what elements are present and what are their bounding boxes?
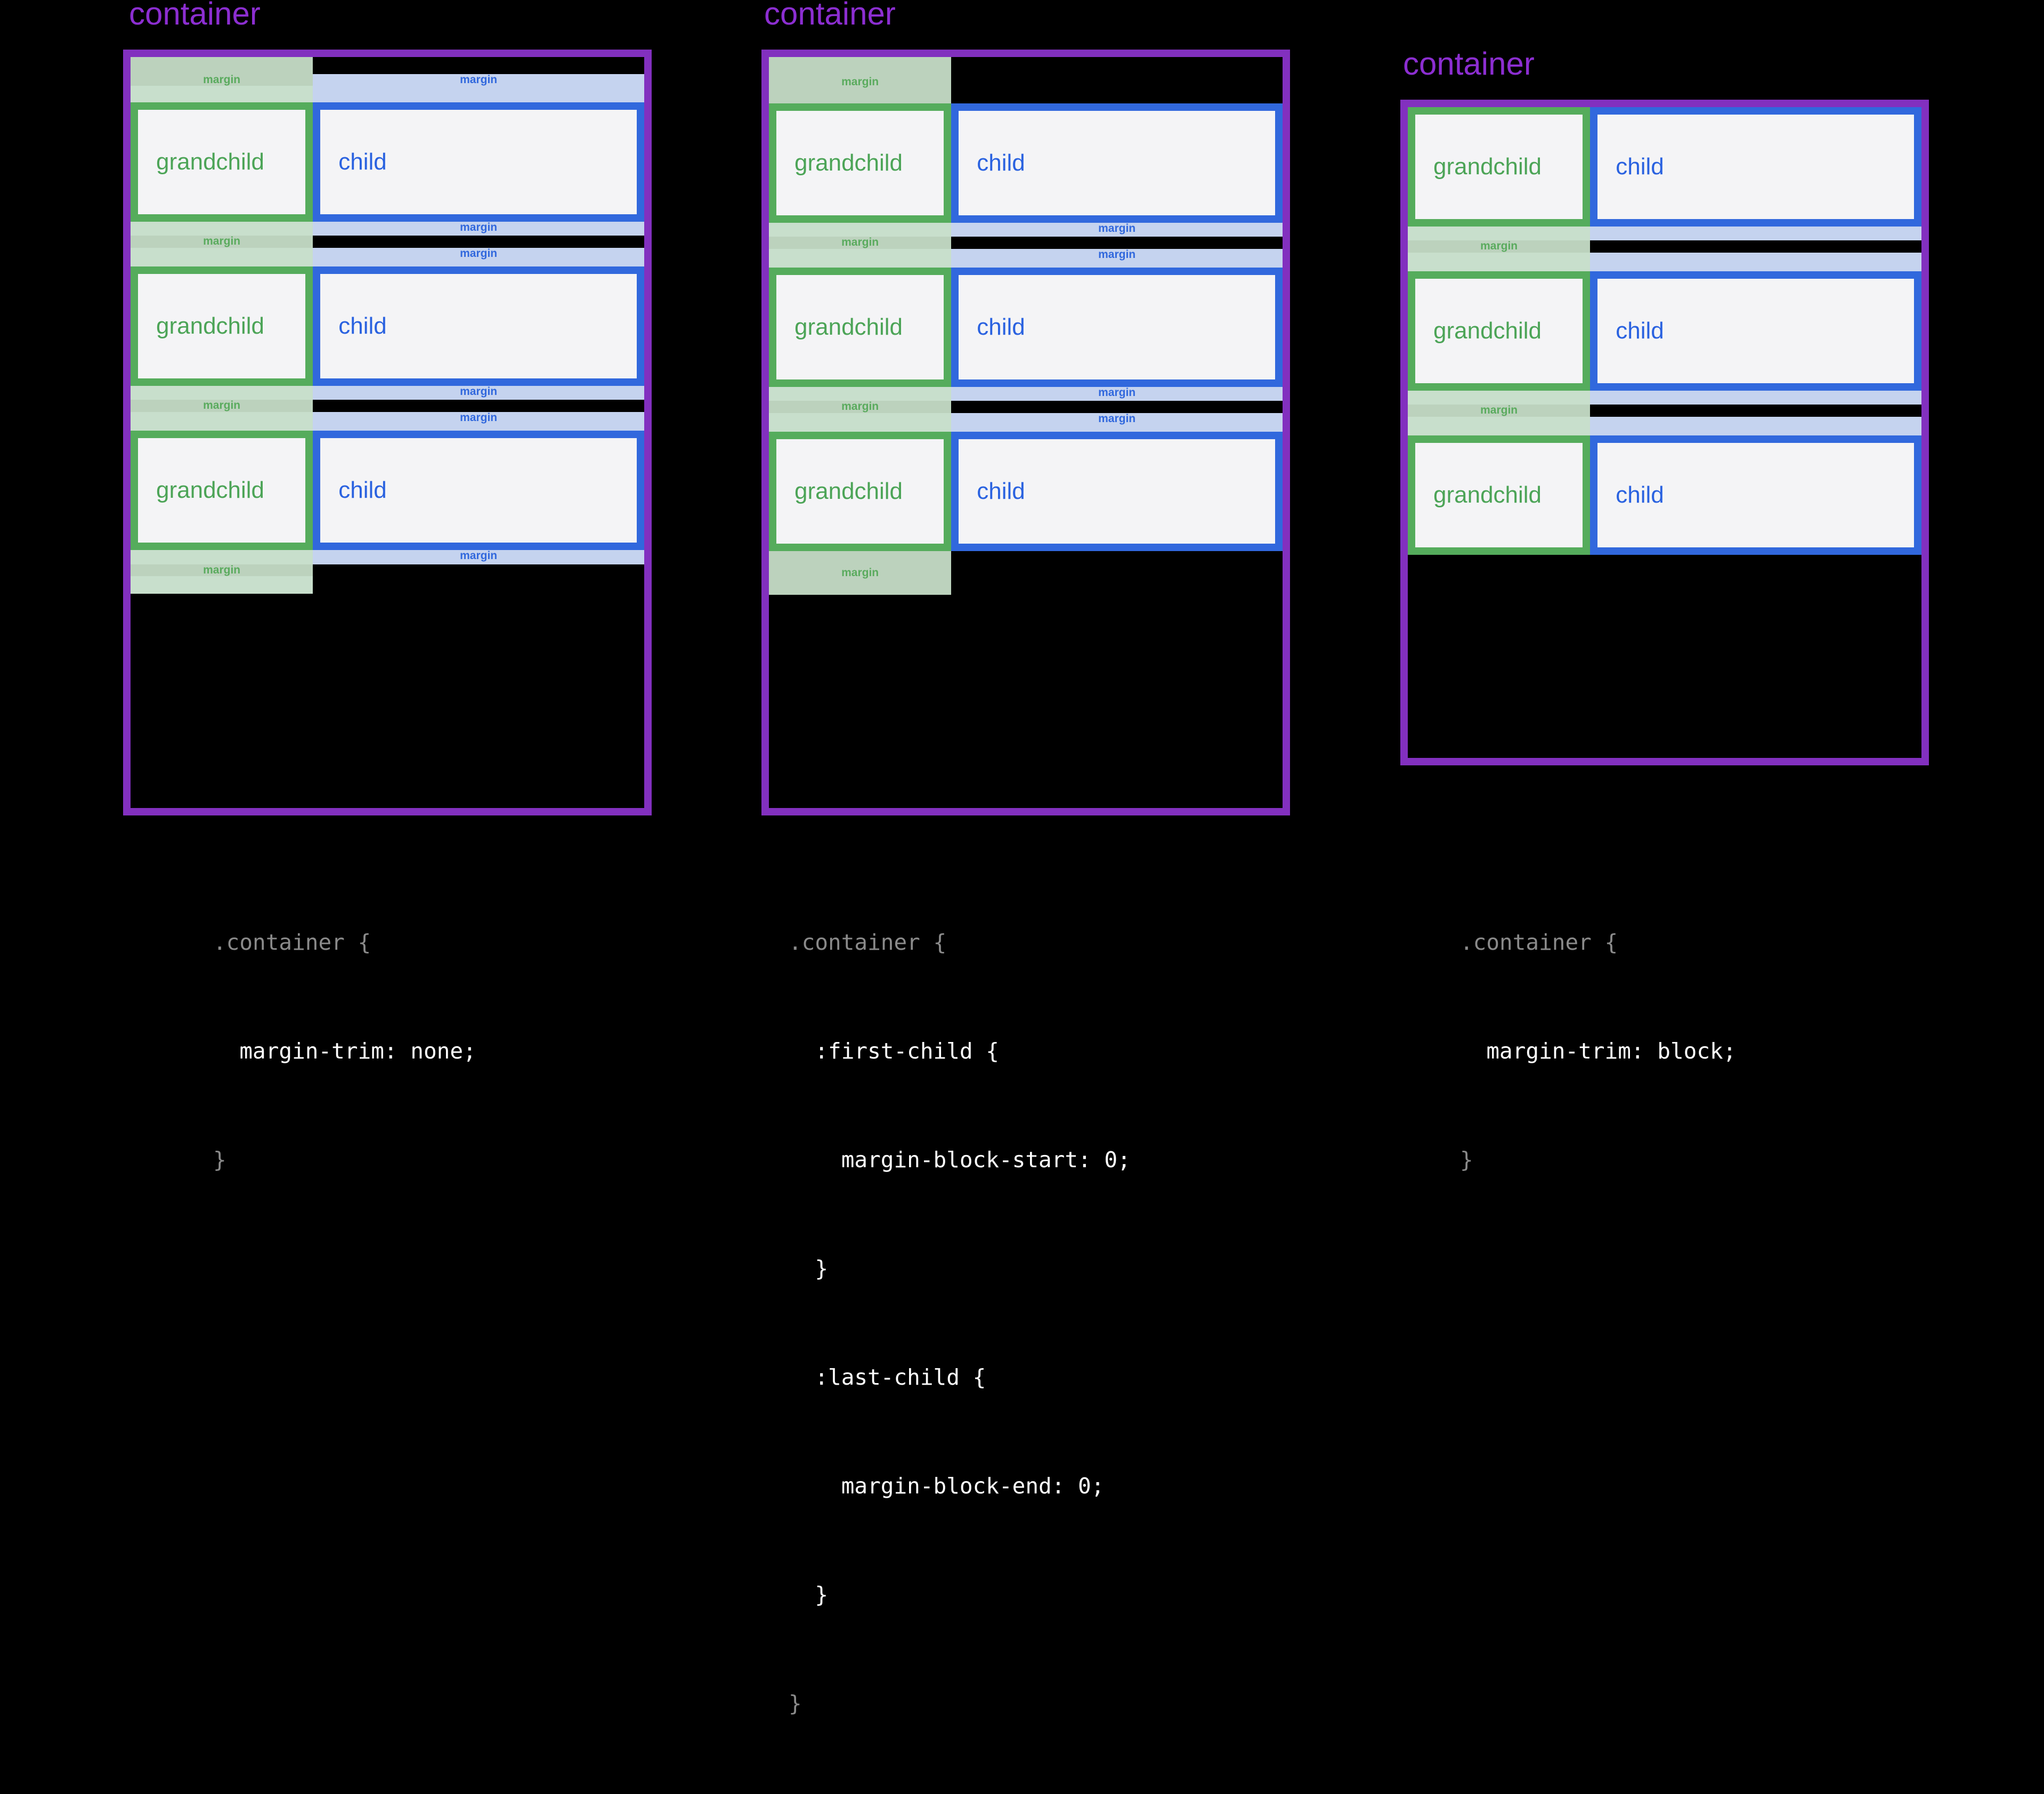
grandchild-between-margin: margin [1408, 391, 1591, 435]
child-trailing-margin: margin [313, 550, 644, 594]
grandchild-label: grandchild [156, 149, 265, 175]
code-line: .container { [213, 930, 371, 955]
child-between-margin [1590, 391, 1921, 435]
grandchild-between-margin: margin [131, 386, 313, 431]
code-line: } [789, 1691, 802, 1716]
child-label: child [977, 314, 1025, 340]
grandchild-label: grandchild [1433, 153, 1542, 180]
grandchild-box: grandchild [769, 268, 952, 387]
content-row: grandchild child [131, 102, 644, 222]
child-box: child [1590, 271, 1921, 391]
code-line: margin-trim: block; [1460, 1038, 1737, 1064]
grandchild-label: grandchild [794, 314, 903, 340]
child-label: child [1616, 153, 1664, 180]
code-block: .container { margin-trim: block; } [1460, 852, 1736, 1250]
grandchild-box: grandchild [1408, 271, 1591, 391]
child-label: child [338, 149, 387, 175]
content-row: grandchild child [1408, 107, 1921, 227]
code-line: margin-block-start: 0; [789, 1147, 1131, 1173]
child-between-margin: margin margin [951, 223, 1283, 268]
grandchild-box: grandchild [1408, 107, 1591, 227]
grandchild-leading-margin: margin [769, 57, 952, 103]
child-box: child [313, 431, 644, 550]
child-label: child [977, 478, 1025, 504]
grandchild-label: grandchild [156, 477, 265, 503]
child-label: child [338, 477, 387, 503]
container-label: container [764, 0, 896, 31]
code-block: .container { margin-trim: none; } [213, 852, 476, 1250]
trailing-margin-row: margin margin [131, 550, 644, 594]
child-between-margin: margin margin [313, 386, 644, 431]
grandchild-between-margin: margin [769, 223, 952, 268]
grandchild-label: grandchild [1433, 482, 1542, 508]
code-line: :first-child { [789, 1038, 999, 1064]
child-box: child [313, 266, 644, 386]
child-leading-margin: margin [313, 57, 644, 102]
child-box: child [951, 103, 1283, 223]
child-box: child [951, 432, 1283, 551]
child-label: child [977, 150, 1025, 176]
grandchild-label: grandchild [794, 150, 903, 176]
between-margin-row: margin margin margin [769, 223, 1283, 268]
content-row: grandchild child [131, 266, 644, 386]
child-box: child [951, 268, 1283, 387]
grandchild-between-margin: margin [769, 387, 952, 432]
between-margin-row: margin margin margin [769, 387, 1283, 432]
code-line: margin-trim: none; [213, 1038, 476, 1064]
child-box: child [313, 102, 644, 222]
content-row: grandchild child [1408, 271, 1921, 391]
grandchild-box: grandchild [131, 102, 313, 222]
trailing-margin-row: margin [769, 551, 1283, 595]
grandchild-between-margin: margin [131, 222, 313, 266]
container-label: container [1403, 46, 1535, 82]
code-block: .container { :first-child { margin-block… [789, 852, 1131, 1794]
content-row: grandchild child [769, 268, 1283, 387]
grandchild-trailing-margin: margin [769, 551, 952, 595]
content-row: grandchild child [769, 103, 1283, 223]
leading-margin-row: margin margin [131, 57, 644, 102]
grandchild-box: grandchild [769, 432, 952, 551]
child-box: child [1590, 107, 1921, 227]
between-margin-row: margin [1408, 227, 1921, 271]
grandchild-label: grandchild [156, 313, 265, 339]
container-label: container [129, 0, 261, 31]
code-line: } [1460, 1147, 1473, 1173]
content-row: grandchild child [1408, 435, 1921, 555]
code-line: margin-block-end: 0; [789, 1473, 1105, 1499]
leading-margin-row: margin [769, 57, 1283, 103]
grandchild-label: grandchild [794, 478, 903, 504]
grandchild-box: grandchild [131, 431, 313, 550]
grandchild-box: grandchild [769, 103, 952, 223]
child-between-margin: margin margin [313, 222, 644, 266]
between-margin-row: margin [1408, 391, 1921, 435]
grandchild-box: grandchild [131, 266, 313, 386]
code-line: .container { [789, 930, 947, 955]
child-label: child [338, 313, 387, 339]
grandchild-trailing-margin: margin [131, 550, 313, 594]
child-between-margin: margin margin [951, 387, 1283, 432]
child-label: child [1616, 318, 1664, 344]
grandchild-leading-margin: margin [131, 57, 313, 102]
child-box: child [1590, 435, 1921, 555]
child-label: child [1616, 482, 1664, 508]
child-trailing-margin-trimmed [951, 551, 1283, 595]
container-box: grandchild child margin [1400, 100, 1929, 765]
child-leading-margin-trimmed [951, 57, 1283, 103]
child-between-margin [1590, 227, 1921, 271]
code-line: } [213, 1147, 226, 1173]
between-margin-row: margin margin margin [131, 386, 644, 431]
code-line: } [789, 1256, 829, 1281]
code-line: :last-child { [789, 1364, 986, 1390]
code-line: .container { [1460, 930, 1618, 955]
container-box: margin margin grandchild child [123, 50, 652, 815]
grandchild-box: grandchild [1408, 435, 1591, 555]
code-line: } [789, 1582, 829, 1607]
grandchild-label: grandchild [1433, 318, 1542, 344]
content-row: grandchild child [769, 432, 1283, 551]
container-box: margin grandchild child [761, 50, 1290, 815]
grandchild-between-margin: margin [1408, 227, 1591, 271]
between-margin-row: margin margin margin [131, 222, 644, 266]
content-row: grandchild child [131, 431, 644, 550]
page-root: container margin margin grandchild [123, 0, 1929, 1716]
